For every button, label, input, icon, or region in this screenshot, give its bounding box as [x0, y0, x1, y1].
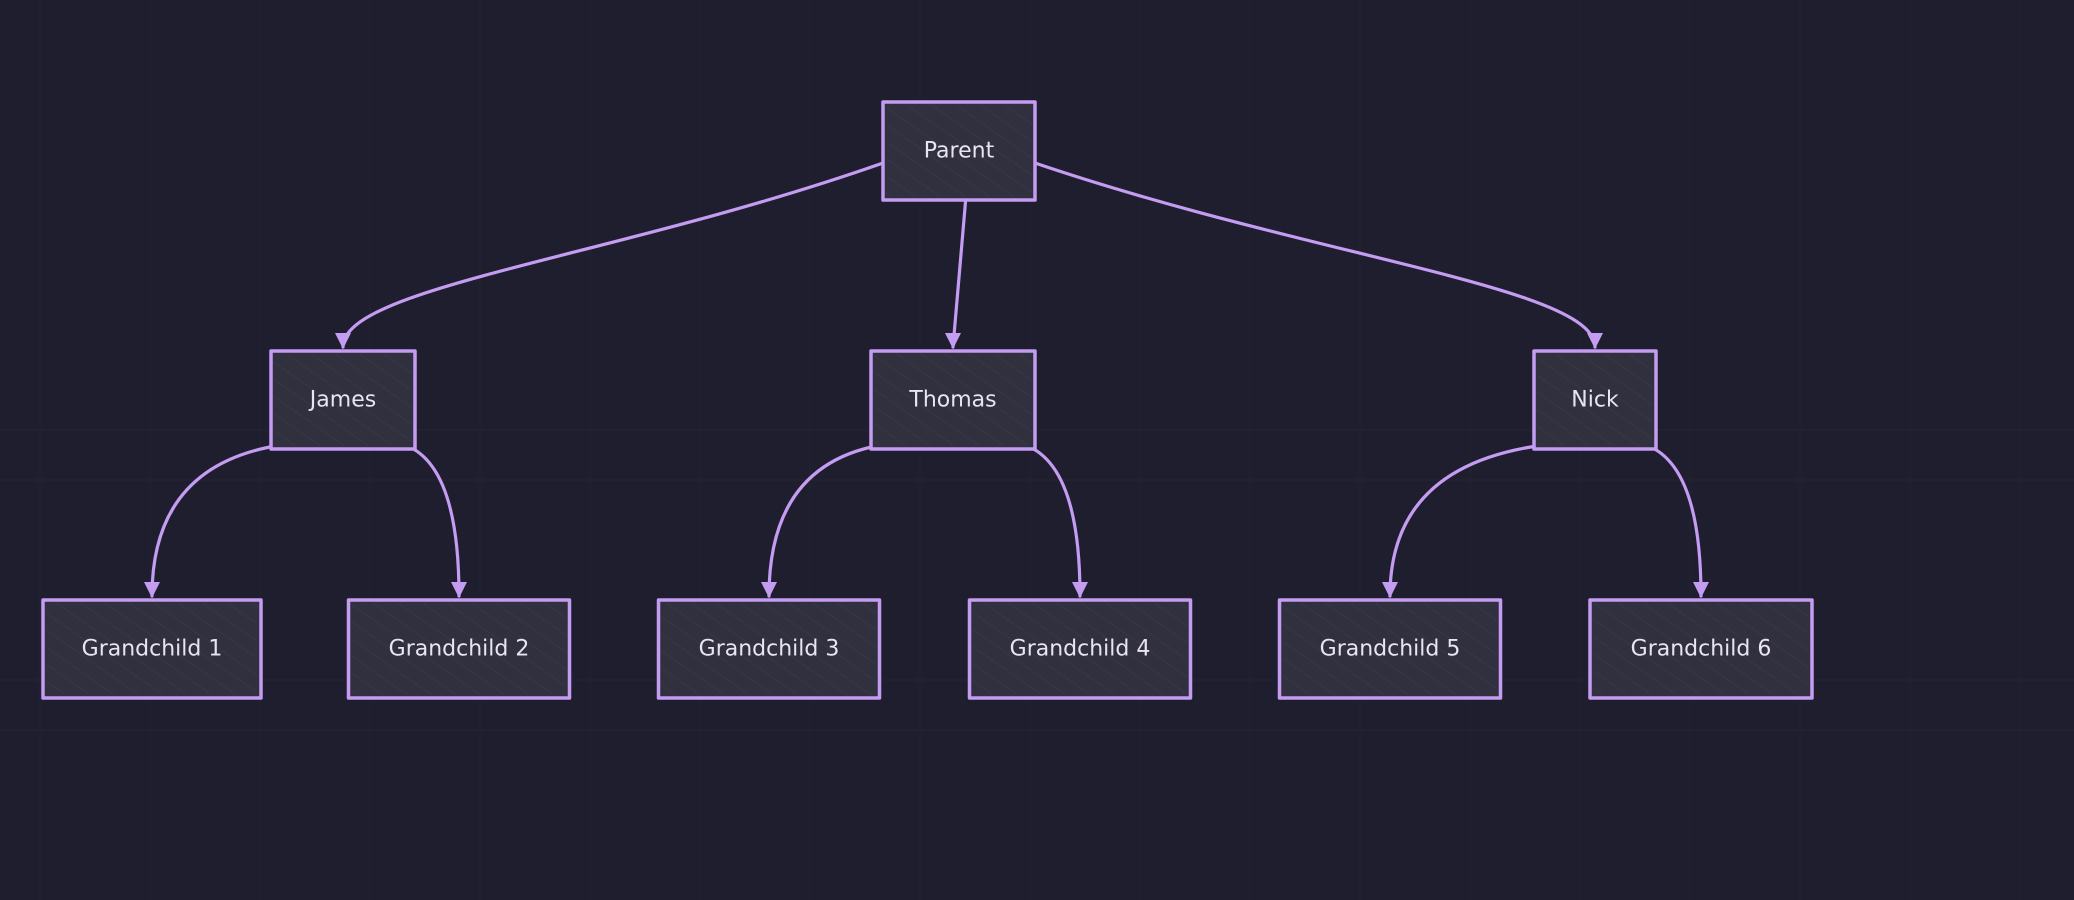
- arrowhead-gc1: [144, 582, 160, 598]
- node-label: Grandchild 6: [1631, 637, 1772, 662]
- node-gc1[interactable]: Grandchild 1: [41, 598, 263, 700]
- edge-parent-james: [341, 161, 885, 349]
- arrowhead-gc6: [1693, 582, 1709, 598]
- edge-nick-gc5: [1388, 443, 1546, 598]
- node-gc4[interactable]: Grandchild 4: [967, 598, 1193, 700]
- edge-james-gc1: [150, 443, 283, 598]
- node-hatch: [661, 603, 877, 695]
- node-hatch: [351, 603, 567, 695]
- arrowhead-thomas: [945, 333, 961, 349]
- node-parent[interactable]: Parent: [881, 100, 1037, 202]
- arrowhead-nick: [1587, 333, 1603, 349]
- node-label: Grandchild 3: [699, 637, 840, 662]
- node-hatch: [46, 603, 258, 695]
- arrowhead-gc2: [451, 582, 467, 598]
- node-gc2[interactable]: Grandchild 2: [346, 598, 572, 700]
- node-label: Parent: [924, 139, 995, 164]
- node-hatch: [972, 603, 1188, 695]
- node-hatch: [886, 105, 1032, 197]
- node-label: Nick: [1571, 388, 1619, 413]
- node-hatch: [1282, 603, 1498, 695]
- node-gc6[interactable]: Grandchild 6: [1588, 598, 1814, 700]
- edge-thomas-gc4: [1023, 443, 1082, 598]
- node-label: Grandchild 4: [1010, 637, 1151, 662]
- edge-parent-thomas: [951, 194, 968, 349]
- node-gc5[interactable]: Grandchild 5: [1277, 598, 1503, 700]
- node-label: Thomas: [908, 388, 996, 413]
- node-nick[interactable]: Nick: [1532, 349, 1658, 451]
- node-label: James: [308, 388, 376, 413]
- node-hatch: [1593, 603, 1809, 695]
- node-hatch: [1537, 354, 1653, 446]
- node-james[interactable]: James: [269, 349, 417, 451]
- node-label: Grandchild 1: [82, 637, 223, 662]
- edge-parent-nick: [1033, 161, 1597, 349]
- edge-nick-gc6: [1644, 443, 1703, 598]
- edge-james-gc2: [403, 443, 461, 598]
- node-hatch: [274, 354, 412, 446]
- node-hatch: [874, 354, 1032, 446]
- arrowhead-gc3: [761, 582, 777, 598]
- node-label: Grandchild 5: [1320, 637, 1461, 662]
- arrowhead-gc4: [1072, 582, 1088, 598]
- edge-thomas-gc3: [767, 443, 883, 598]
- edge-layer: [144, 161, 1709, 598]
- arrowhead-james: [335, 333, 351, 349]
- node-gc3[interactable]: Grandchild 3: [656, 598, 882, 700]
- arrowhead-gc5: [1382, 582, 1398, 598]
- node-thomas[interactable]: Thomas: [869, 349, 1037, 451]
- node-label: Grandchild 2: [389, 637, 530, 662]
